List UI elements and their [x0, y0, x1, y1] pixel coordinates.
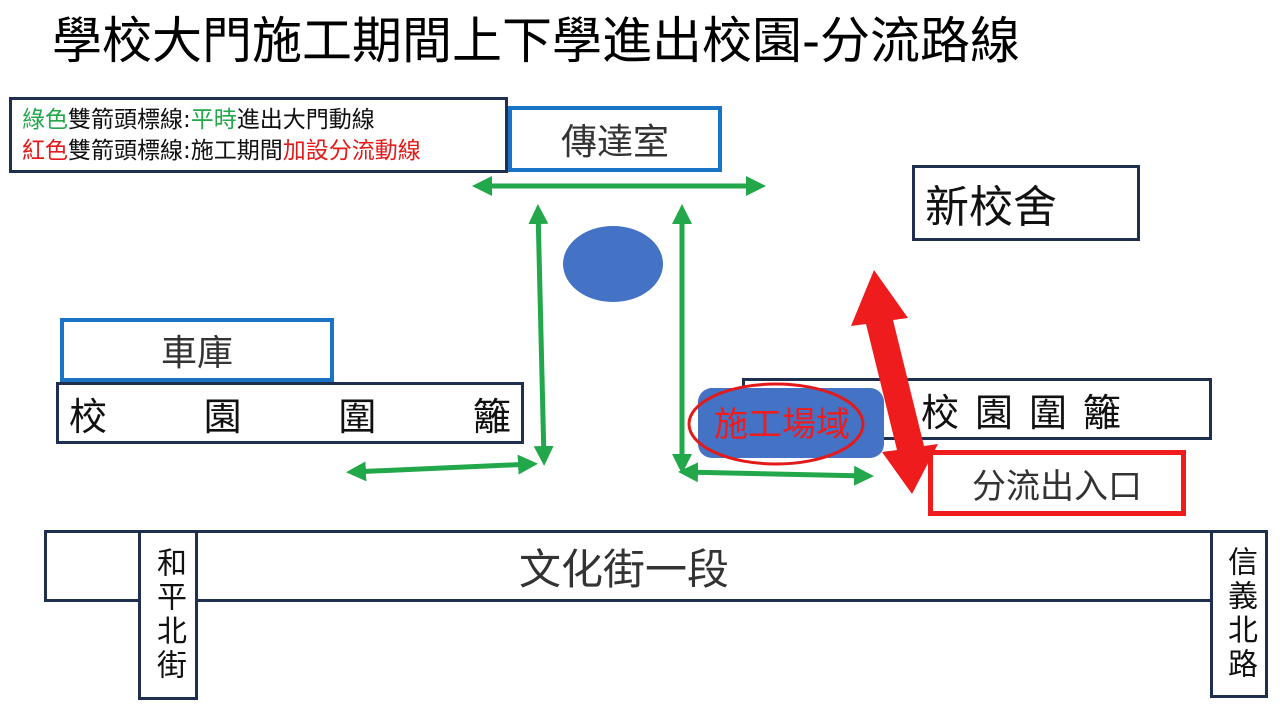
legend-red-highlight: 加設分流動線: [282, 138, 421, 164]
green-arrow-left-vertical: [528, 204, 554, 466]
main-road-label: 文化街一段: [518, 544, 729, 594]
page-title: 學校大門施工期間上下學進出校園-分流路線: [52, 12, 1021, 70]
legend-green-word: 綠色: [22, 107, 68, 133]
fence-left-char: 園: [203, 394, 242, 439]
legend-green-tail: 進出大門動線: [236, 107, 375, 133]
gate-circle-shape: [563, 226, 663, 302]
legend: 綠色雙箭頭標線:平時進出大門動線 紅色雙箭頭標線:施工期間加設分流動線: [9, 97, 508, 173]
legend-line-green: 綠色雙箭頭標線:平時進出大門動線: [22, 105, 505, 136]
right-street-label: 信義北路: [1210, 530, 1268, 698]
red-diversion-arrow: [851, 270, 938, 494]
legend-green-highlight: 平時: [190, 107, 237, 133]
legend-line-red: 紅色雙箭頭標線:施工期間加設分流動線: [22, 136, 505, 167]
legend-green-mid: 雙箭頭標線:: [68, 107, 191, 133]
new-building-label: 新校舍: [912, 165, 1140, 241]
fence-right-char: 圍: [1029, 390, 1068, 435]
construction-area-ellipse: [687, 382, 865, 466]
fence-right-char: 籬: [1083, 390, 1122, 435]
left-street-label: 和平北街: [138, 530, 198, 700]
fence-left-char: 校: [69, 394, 108, 439]
fence-right-char: 校: [921, 390, 960, 435]
fence-left-char: 籬: [472, 394, 511, 439]
legend-red-mid: 雙箭頭標線:施工期間: [68, 138, 283, 164]
construction-block: [698, 388, 884, 458]
guard-room-label: 傳達室: [508, 106, 722, 172]
green-arrow-left-bottom: [346, 454, 538, 482]
fence-left-char: 圍: [338, 394, 377, 439]
diversion-entrance-label: 分流出入口: [928, 450, 1186, 516]
fence-right-char: 園: [975, 390, 1014, 435]
main-road: 文化街一段: [44, 530, 1214, 602]
garage-label: 車庫: [60, 318, 334, 382]
fence-left: 校 園 圍 籬: [56, 382, 524, 444]
legend-red-word: 紅色: [22, 138, 68, 164]
construction-area-label: 施工場域: [714, 405, 850, 445]
green-arrow-right-bottom: [678, 462, 874, 486]
